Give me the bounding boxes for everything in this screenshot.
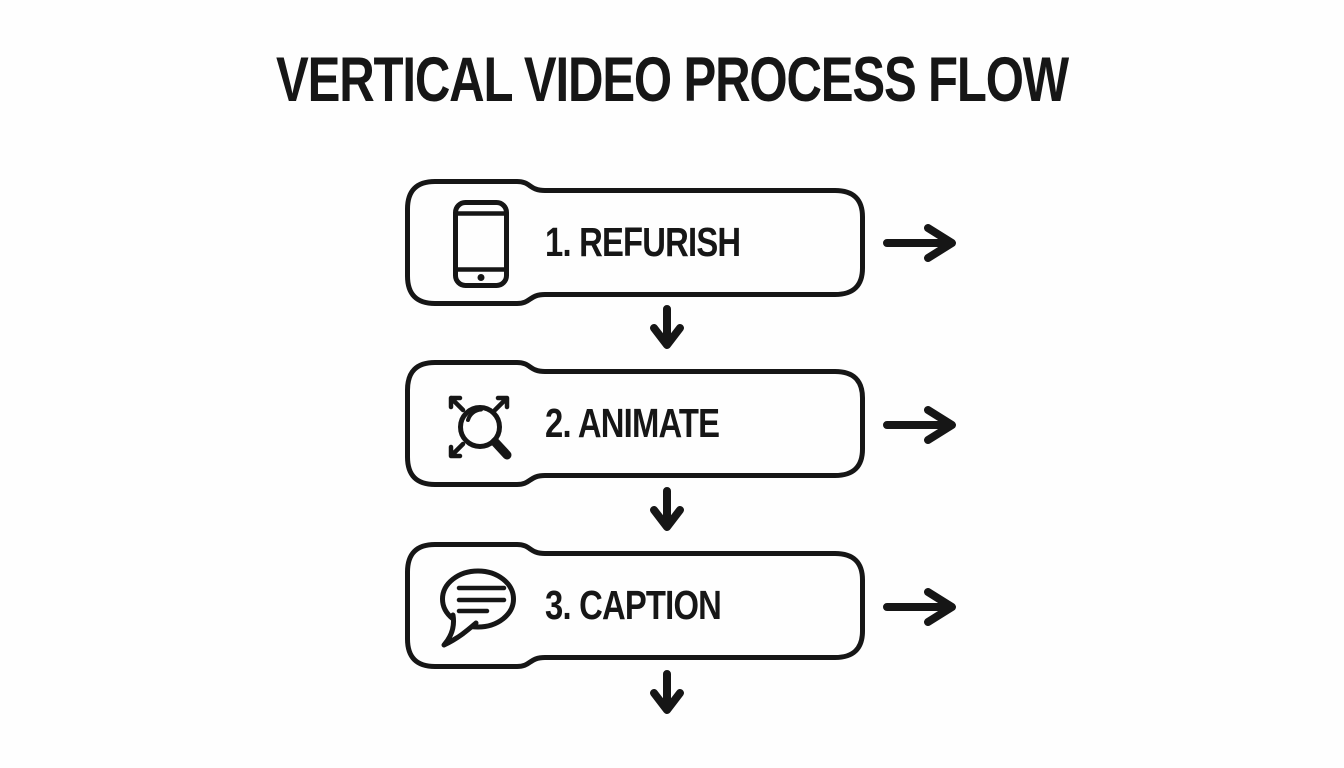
step-outline: [405, 542, 865, 669]
step-label: 1. REFURISH: [545, 219, 741, 265]
step-label: 2. ANIMATE: [545, 400, 720, 446]
zoom-expand-icon: [448, 395, 512, 460]
step-outline: [405, 179, 865, 306]
arrow-down-icon: [649, 487, 685, 535]
arrow-down-icon: [649, 305, 685, 353]
speech-bubble-icon: [440, 568, 516, 648]
smartphone-icon: [453, 200, 509, 288]
step-label: 3. CAPTION: [545, 582, 722, 628]
arrow-right-icon: [882, 221, 960, 265]
step-box-refurish: 1. REFURISH: [405, 179, 865, 306]
arrow-right-icon: [882, 403, 960, 447]
step-outline: [405, 360, 865, 487]
step-box-animate: 2. ANIMATE: [405, 360, 865, 487]
arrow-right-icon: [882, 585, 960, 629]
arrow-down-icon: [649, 670, 685, 718]
step-box-caption: 3. CAPTION: [405, 542, 865, 669]
page-title: VERTICAL VIDEO PROCESS FLOW: [275, 45, 1069, 115]
